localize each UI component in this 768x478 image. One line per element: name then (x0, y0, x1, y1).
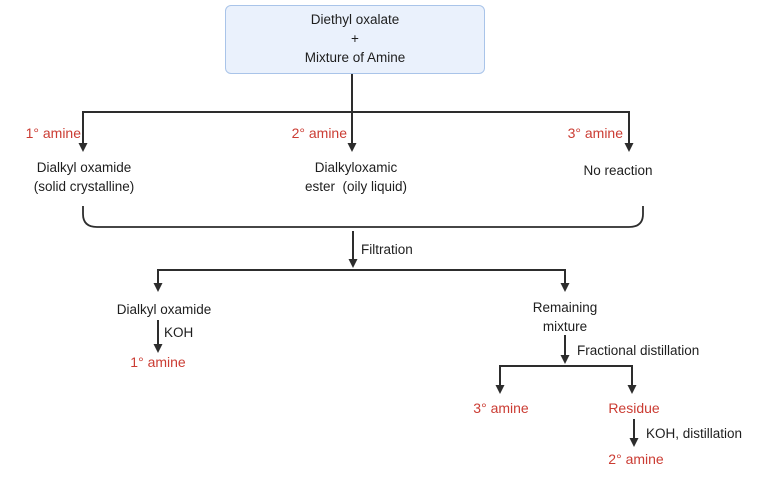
amine-split (78, 111, 634, 152)
fractional-distillation-arrow (560, 335, 570, 364)
start-box-label: Diethyl oxalate + Mixture of Amine (304, 12, 406, 65)
tertiary-amine-branch-label: 3° amine (567, 125, 623, 141)
distillation-split (495, 365, 637, 394)
koh-arrow (153, 320, 163, 353)
fractional-distillation-label: Fractional distillation (577, 343, 700, 358)
filtration-split (153, 269, 570, 292)
koh-distillation-arrow (629, 419, 639, 447)
secondary-amine-result-label: 2° amine (608, 451, 664, 467)
tertiary-product-label: No reaction (583, 163, 653, 178)
koh-label: KOH (164, 325, 194, 340)
oxamide-label: Dialkyl oxamide (116, 302, 212, 317)
filtration-label: Filtration (361, 242, 413, 257)
start-box: Diethyl oxalate + Mixture of Amine (225, 5, 485, 74)
tertiary-amine-result-label: 3° amine (473, 400, 529, 416)
remaining-mixture-label: Remaining mixture (532, 300, 598, 335)
primary-amine-branch-label: 1° amine (25, 125, 81, 141)
koh-distillation-label: KOH, distillation (646, 426, 743, 441)
primary-amine-result-label: 1° amine (130, 354, 186, 370)
filtration-arrow (348, 231, 358, 268)
residue-label: Residue (608, 400, 660, 416)
secondary-amine-branch-label: 2° amine (291, 125, 347, 141)
secondary-product-label: Dialkyloxamic ester (oily liquid) (304, 160, 408, 195)
primary-product-label: Dialkyl oxamide (solid crystalline) (33, 160, 135, 195)
gathering-bracket (82, 206, 644, 228)
